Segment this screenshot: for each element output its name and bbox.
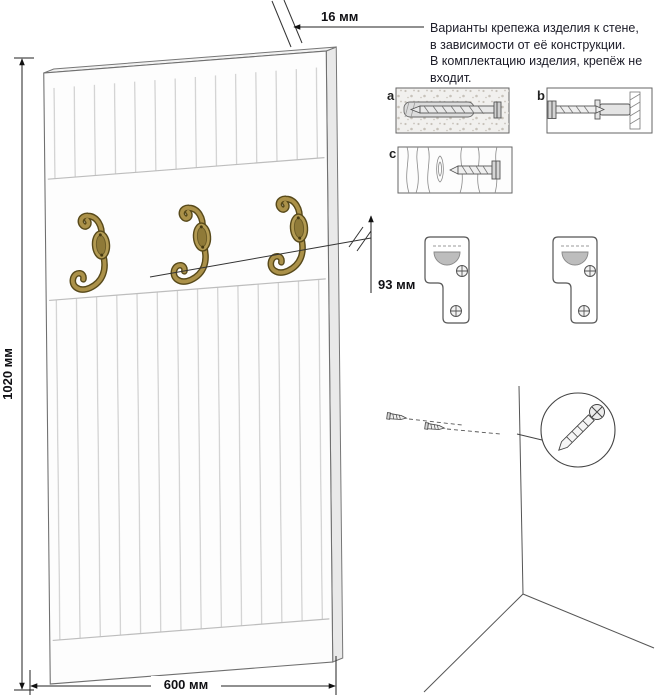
dim-height: 1020 мм [0,57,34,691]
flying-screws [386,412,501,435]
fastener-label-c: c [389,146,396,161]
dim-thickness: 16 мм [271,0,424,48]
dim-width: 600 мм [29,656,337,695]
fastener-box-a: a [387,87,510,134]
magnifier-circle [516,392,616,468]
fastener-box-b: b [537,87,653,134]
screw-icon-a [409,101,502,119]
flying-screw-2 [424,422,446,432]
wall-corner [423,385,655,693]
plank-grooves-top [46,66,325,180]
note-line-3: В комплектацию изделия, крепёж не [430,54,643,68]
mounting-note: Варианты крепежа изделия к стене, в зави… [430,20,660,86]
keyhole-bracket-right [552,236,598,324]
note-line-4: входит. [430,70,472,85]
dim-hook-offset: 93 мм [149,215,415,293]
width-label: 600 мм [164,677,209,692]
hook-rail-lines [47,157,330,642]
flying-screw-1 [386,412,408,422]
fastener-label-a: a [387,88,395,103]
magnified-screw-icon [558,404,605,451]
hook-offset-label: 93 мм [378,277,415,292]
hanger-panel [43,46,344,685]
screw-icon-b [547,100,605,119]
fastener-box-c: c [389,146,513,194]
screw-icon-c [449,160,501,180]
thickness-label: 16 мм [321,9,358,24]
note-line-1: Варианты крепежа изделия к стене, [430,21,639,35]
keyhole-bracket-left [424,236,470,324]
fastener-label-b: b [537,88,545,103]
note-line-2: в зависимости от её конструкции. [430,37,626,52]
panel-front [43,50,334,685]
plank-grooves-bottom [49,278,330,641]
height-label: 1020 мм [0,348,15,400]
